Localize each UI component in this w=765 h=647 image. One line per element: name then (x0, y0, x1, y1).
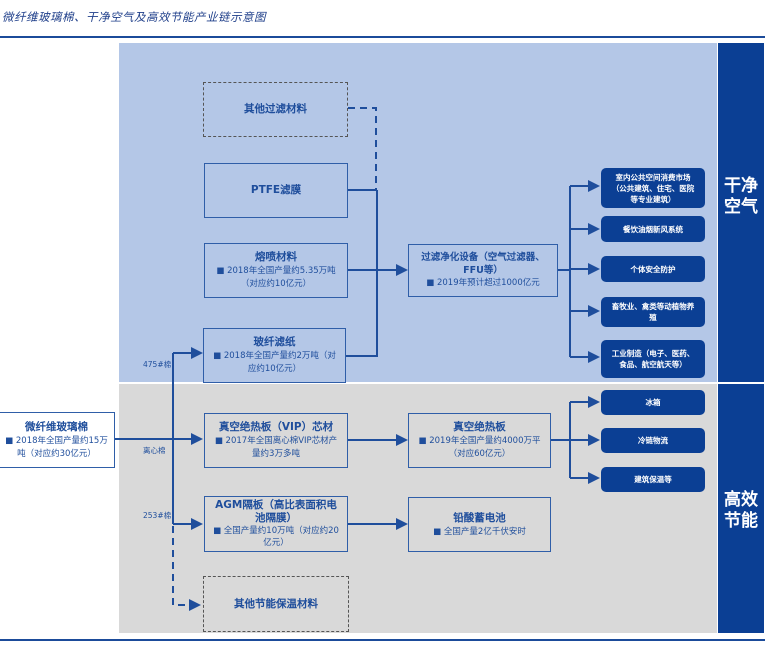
app-animal-husbandry: 畜牧业、禽类等动植物养殖 (601, 297, 705, 327)
material-other-filter: 其他过滤材料 (203, 82, 348, 137)
material-title: 其他过滤材料 (244, 103, 307, 115)
material-title: 玻纤滤纸 (253, 336, 296, 348)
product-title: 真空绝热板 (453, 421, 506, 433)
branch-label-475: 475#棉 (143, 360, 172, 369)
material-vip-core: 真空绝热板（VIP）芯材 ■ 2017年全国离心棉VIP芯材产量约3万多吨 (204, 413, 348, 468)
product-desc: ■ 全国产量2亿千伏安时 (433, 526, 526, 537)
app-industrial-manufacturing: 工业制造（电子、医药、食品、航空航天等） (601, 340, 705, 378)
app-building-insulation: 建筑保温等 (601, 467, 705, 492)
material-desc: ■ 2017年全国离心棉VIP芯材产量约3万多吨 (214, 436, 338, 459)
source-node-title: 微纤维玻璃棉 (25, 420, 88, 433)
header-divider (0, 36, 765, 38)
app-personal-protection: 个体安全防护 (601, 256, 705, 282)
app-cold-chain: 冷链物流 (601, 428, 705, 453)
material-title: PTFE滤膜 (250, 184, 302, 196)
product-filter-equipment: 过滤净化设备（空气过滤器、FFU等） ■ 2019年预计超过1000亿元 (408, 244, 558, 297)
product-vip: 真空绝热板 ■ 2019年全国产量约4000万平（对应60亿元） (408, 413, 551, 468)
material-glass-paper: 玻纤滤纸 ■ 2018年全国产量约2万吨（对应约10亿元） (203, 328, 346, 383)
app-refrigerator: 冰箱 (601, 390, 705, 415)
footer-divider (0, 639, 765, 641)
material-other-insulation: 其他节能保温材料 (203, 576, 349, 632)
material-desc: ■ 2018年全国产量约2万吨（对应约10亿元） (213, 351, 336, 374)
clean-air-section-label: 干净空气 (718, 43, 764, 382)
material-agm: AGM隔板（高比表面积电池隔膜） ■ 全国产量约10万吨（对应约20亿元） (204, 496, 348, 552)
energy-saving-section-label: 高效节能 (718, 384, 764, 633)
branch-label-253: 253#棉 (143, 511, 172, 520)
material-title: 真空绝热板（VIP）芯材 (218, 421, 334, 433)
clean-air-label: 干净空气 (724, 176, 758, 217)
source-node-glass-wool: 微纤维玻璃棉 ■ 2018年全国产量约15万吨（对应约30亿元） (0, 412, 115, 468)
product-lead-acid: 铅酸蓄电池 ■ 全国产量2亿千伏安时 (408, 497, 551, 552)
branch-label-centrifugal: 离心棉 (143, 446, 166, 455)
app-kitchen-ventilation: 餐饮油烟新风系统 (601, 216, 705, 242)
product-desc: ■ 2019年预计超过1000亿元 (426, 278, 540, 288)
material-desc: ■ 2018年全国产量约5.35万吨（对应约10亿元） (216, 266, 336, 289)
app-indoor-public-space: 室内公共空间消费市场（公共建筑、住宅、医院等专业建筑） (601, 168, 705, 208)
source-node-desc: ■ 2018年全国产量约15万吨（对应约30亿元） (5, 435, 108, 459)
page-title: 微纤维玻璃棉、干净空气及高效节能产业链示意图 (2, 10, 266, 24)
product-title: 过滤净化设备（空气过滤器、FFU等） (421, 252, 545, 276)
material-title: AGM隔板（高比表面积电池隔膜） (215, 499, 337, 524)
material-title: 熔喷材料 (255, 251, 297, 263)
material-desc: ■ 全国产量约10万吨（对应约20亿元） (213, 526, 339, 548)
material-meltblown: 熔喷材料 ■ 2018年全国产量约5.35万吨（对应约10亿元） (204, 243, 348, 298)
energy-saving-label: 高效节能 (724, 490, 758, 531)
material-ptfe: PTFE滤膜 (204, 163, 348, 218)
material-title: 其他节能保温材料 (234, 597, 318, 610)
product-desc: ■ 2019年全国产量约4000万平（对应60亿元） (418, 436, 541, 459)
product-title: 铅酸蓄电池 (453, 511, 506, 524)
energy-saving-panel (119, 384, 717, 633)
